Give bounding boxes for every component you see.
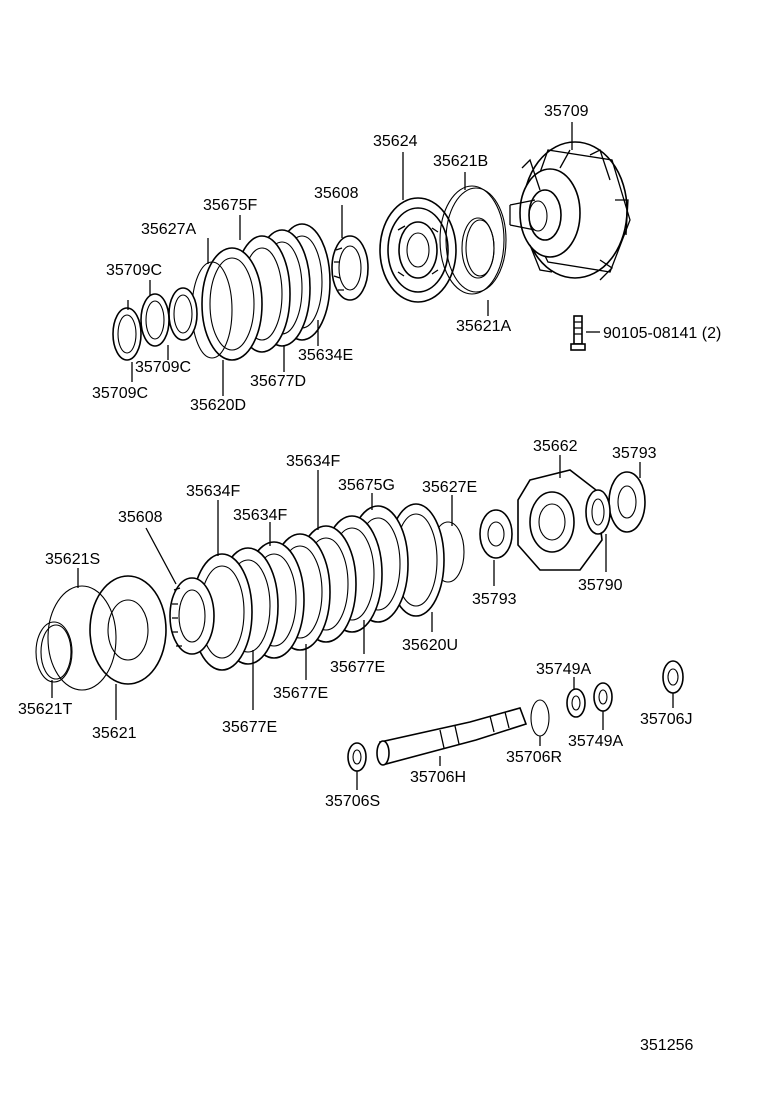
label-35793-left: 35793: [472, 591, 517, 608]
label-35620D: 35620D: [190, 397, 246, 414]
part-35706J-washer: [662, 660, 684, 694]
label-35793-right: 35793: [612, 445, 657, 462]
label-35634F-b: 35634F: [186, 483, 240, 500]
label-35677E-c: 35677E: [222, 719, 277, 736]
label-35621A: 35621A: [456, 318, 511, 335]
label-35620U: 35620U: [402, 637, 458, 654]
part-35624-piston: [379, 197, 457, 303]
label-35706R: 35706R: [506, 749, 562, 766]
label-35709C-a: 35709C: [106, 262, 162, 279]
part-35749A-washers: [566, 682, 613, 718]
leader-lines-upper: [127, 122, 600, 396]
part-labels: 35709 35624 35621B 35608 35675F 35627A 3…: [18, 103, 721, 1054]
part-35621S-seal: [47, 585, 117, 691]
label-35608-upper: 35608: [314, 185, 359, 202]
part-35608-spring-lower: [169, 577, 215, 655]
label-35621B: 35621B: [433, 153, 488, 170]
part-35709-clutch-drum: [509, 141, 631, 281]
label-35709: 35709: [544, 103, 589, 120]
label-35662: 35662: [533, 438, 578, 455]
part-35621-piston: [89, 575, 167, 685]
part-35706S-washer: [347, 742, 367, 772]
label-35677E-b: 35677E: [273, 685, 328, 702]
label-90105-08141: 90105-08141 (2): [603, 325, 721, 342]
label-35621S: 35621S: [45, 551, 100, 568]
part-35621T-seal: [35, 621, 73, 683]
label-35608-lower: 35608: [118, 509, 163, 526]
label-35621T: 35621T: [18, 701, 72, 718]
label-35634E: 35634E: [298, 347, 353, 364]
label-35749A-a: 35749A: [536, 661, 591, 678]
label-35706S: 35706S: [325, 793, 380, 810]
part-35621B-seal: [439, 185, 507, 295]
label-35706J: 35706J: [640, 711, 693, 728]
part-35793-washer-right: [608, 471, 646, 533]
label-35624: 35624: [373, 133, 418, 150]
part-35662-carrier: [517, 469, 603, 571]
part-35790-bearing: [585, 489, 611, 535]
label-35677D: 35677D: [250, 373, 306, 390]
label-35675G: 35675G: [338, 477, 395, 494]
label-35790: 35790: [578, 577, 623, 594]
leader-lines-lower: [51, 455, 674, 790]
part-35706R-ring: [530, 699, 550, 737]
label-35621: 35621: [92, 725, 137, 742]
label-35634F-a: 35634F: [286, 453, 340, 470]
label-35709C-b: 35709C: [135, 359, 191, 376]
part-35608-spring-upper: [331, 235, 369, 301]
label-35677E-a: 35677E: [330, 659, 385, 676]
part-90105-08141-bolt: [570, 315, 586, 351]
label-35675F: 35675F: [203, 197, 257, 214]
label-35709C-c: 35709C: [92, 385, 148, 402]
diagram-id: 351256: [640, 1037, 693, 1054]
part-35793-washer-left: [479, 509, 513, 559]
label-35634F-c: 35634F: [233, 507, 287, 524]
part-35709C-rings: [112, 287, 198, 361]
part-35706H-shaft: [376, 707, 528, 766]
label-35627A: 35627A: [141, 221, 196, 238]
label-35627E: 35627E: [422, 479, 477, 496]
part-35621A-seal: [461, 217, 495, 279]
label-35749A-b: 35749A: [568, 733, 623, 750]
label-35706H: 35706H: [410, 769, 466, 786]
